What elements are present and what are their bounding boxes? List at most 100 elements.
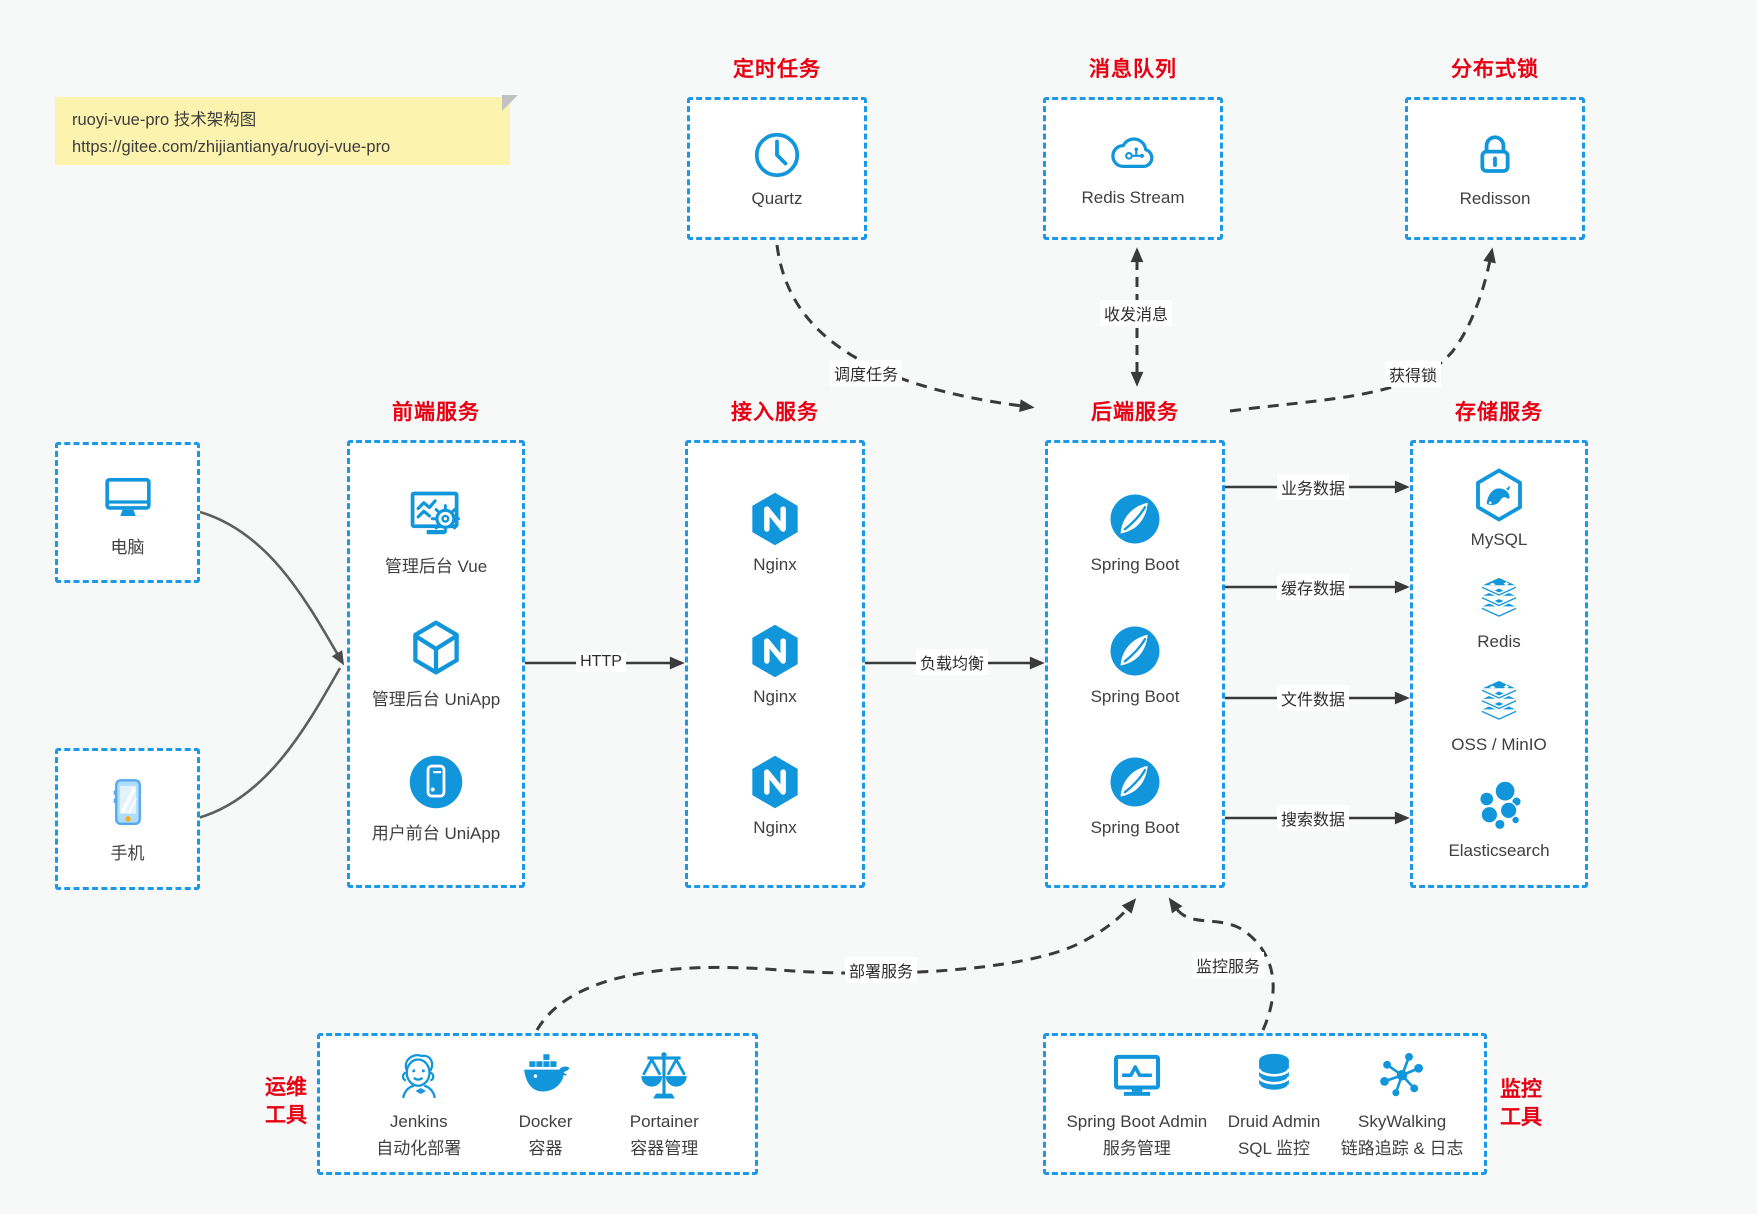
node-nginx-3: Nginx [746, 753, 804, 838]
node-label: Druid Admin [1227, 1112, 1321, 1131]
client-computer-box: 电脑 [55, 442, 200, 583]
node-portainer: Portainer 容器管理 [630, 1049, 699, 1159]
skywalking-icon [1374, 1049, 1430, 1105]
title-ops-tools: 运维 工具 [265, 1076, 307, 1127]
edge-label-schedule: 调度任务 [829, 360, 903, 386]
group-scheduled-tasks: Quartz [687, 97, 867, 240]
node-label: OSS / MinIO [1451, 734, 1547, 754]
edge-monitor [1168, 897, 1275, 1031]
edge-label-message: 收发消息 [1099, 300, 1173, 326]
node-user-uniapp: 用户前台 UniApp [372, 752, 500, 844]
group-monitoring-tools: Spring Boot Admin 服务管理 Druid Admin SQL 监… [1043, 1033, 1487, 1175]
elasticsearch-icon [1471, 778, 1527, 834]
sticky-note: ruoyi-vue-pro 技术架构图 https://gitee.com/zh… [55, 95, 518, 165]
nginx-icon [746, 753, 804, 811]
node-redisson: Redisson [1460, 128, 1530, 209]
cloud-message-icon [1105, 129, 1161, 181]
node-label: Spring Boot [1090, 686, 1180, 706]
node-redis-stream: Redis Stream [1081, 129, 1185, 208]
edge-computer-to-frontend [199, 510, 345, 666]
edge-acquire-lock [1229, 247, 1496, 413]
node-label: 用户前台 UniApp [371, 823, 501, 843]
node-redis: Redis [1471, 573, 1527, 652]
node-spring-boot-2: Spring Boot [1090, 622, 1180, 707]
client-phone-box: 手机 [55, 748, 200, 890]
spring-boot-icon [1106, 490, 1164, 548]
oss-icon [1471, 676, 1527, 728]
portainer-icon [636, 1049, 692, 1105]
spring-boot-admin-icon [1109, 1049, 1165, 1105]
node-spring-boot-1: Spring Boot [1090, 490, 1180, 575]
edge-phone-to-frontend [197, 667, 342, 820]
node-label: 手机 [110, 844, 145, 863]
node-desc: SQL 监控 [1237, 1139, 1311, 1158]
node-mysql: MySQL [1470, 467, 1528, 550]
edge-label-http: HTTP [576, 652, 626, 672]
note-fold-corner [502, 95, 518, 111]
node-label: Redis Stream [1081, 188, 1185, 207]
node-spring-boot-3: Spring Boot [1091, 753, 1179, 838]
edge-label-file-data: 文件数据 [1276, 685, 1350, 711]
node-nginx-1: Nginx [746, 490, 804, 575]
clock-icon [750, 128, 804, 182]
note-title: ruoyi-vue-pro 技术架构图 [72, 111, 257, 129]
node-label: Nginx [753, 686, 797, 706]
node-druid-admin: Druid Admin SQL 监控 [1227, 1049, 1321, 1159]
node-label: 管理后台 UniApp [371, 690, 501, 709]
node-jenkins: Jenkins 自动化部署 [376, 1049, 461, 1159]
node-label: Nginx [753, 818, 797, 838]
title-distributed-lock: 分布式锁 [1451, 58, 1539, 81]
node-label: 管理后台 Vue [384, 556, 488, 576]
title-monitoring-tools: 监控 工具 [1500, 1078, 1542, 1129]
node-label: Portainer [629, 1112, 699, 1131]
node-nginx-2: Nginx [746, 622, 804, 707]
mysql-icon [1471, 467, 1527, 523]
node-label: Redis [1477, 632, 1521, 652]
smartphone-icon [99, 774, 157, 832]
node-skywalking: SkyWalking 链路追踪 & 日志 [1341, 1049, 1464, 1159]
node-quartz: Quartz [750, 128, 804, 209]
title-scheduled-tasks: 定时任务 [733, 58, 821, 81]
redis-icon [1471, 573, 1527, 625]
mobile-app-icon [406, 752, 466, 812]
group-backend: Spring Boot Spring Boot Spring Boot [1045, 440, 1225, 888]
druid-icon [1246, 1049, 1302, 1105]
edge-schedule [775, 244, 1035, 413]
group-storage: MySQL Redis OSS / MinIO Elasticsearch [1410, 440, 1588, 888]
node-admin-vue: 管理后台 Vue [385, 485, 487, 577]
node-desc: 链路追踪 & 日志 [1340, 1139, 1464, 1158]
node-desc: 自动化部署 [376, 1139, 462, 1158]
note-url: https://gitee.com/zhijiantianya/ruoyi-vu… [72, 137, 391, 156]
node-elasticsearch: Elasticsearch [1448, 778, 1550, 861]
title-backend: 后端服务 [1091, 401, 1179, 424]
edge-label-business-data: 业务数据 [1276, 474, 1350, 500]
node-label: Jenkins [389, 1112, 448, 1131]
node-admin-uniapp: 管理后台 UniApp [372, 618, 500, 710]
title-storage: 存储服务 [1455, 401, 1543, 424]
edge-label-load-balance: 负载均衡 [915, 649, 989, 675]
node-label: 电脑 [110, 537, 145, 557]
edge-label-search-data: 搜索数据 [1276, 805, 1350, 831]
nginx-icon [746, 490, 804, 548]
node-label: Elasticsearch [1448, 841, 1550, 861]
node-spring-boot-admin: Spring Boot Admin 服务管理 [1066, 1049, 1207, 1159]
edge-label-deploy: 部署服务 [844, 957, 918, 983]
desktop-icon [99, 468, 157, 526]
node-docker: Docker 容器 [518, 1049, 574, 1159]
lock-icon [1468, 128, 1522, 182]
node-label: Spring Boot Admin [1066, 1112, 1208, 1131]
node-phone: 手机 [99, 774, 157, 864]
node-label: Nginx [753, 554, 797, 574]
node-computer: 电脑 [99, 468, 157, 558]
node-desc: 容器管理 [630, 1139, 699, 1158]
node-label: MySQL [1470, 529, 1528, 549]
group-message-queue: Redis Stream [1043, 97, 1223, 240]
node-label: Spring Boot [1090, 554, 1180, 574]
node-desc: 容器 [528, 1139, 563, 1158]
node-oss-minio: OSS / MinIO [1451, 676, 1547, 755]
title-message-queue: 消息队列 [1089, 58, 1177, 81]
node-label: Quartz [751, 189, 803, 208]
title-gateway: 接入服务 [731, 401, 819, 424]
group-ops-tools: Jenkins 自动化部署 Docker 容器 Portainer 容器管理 [317, 1033, 758, 1175]
